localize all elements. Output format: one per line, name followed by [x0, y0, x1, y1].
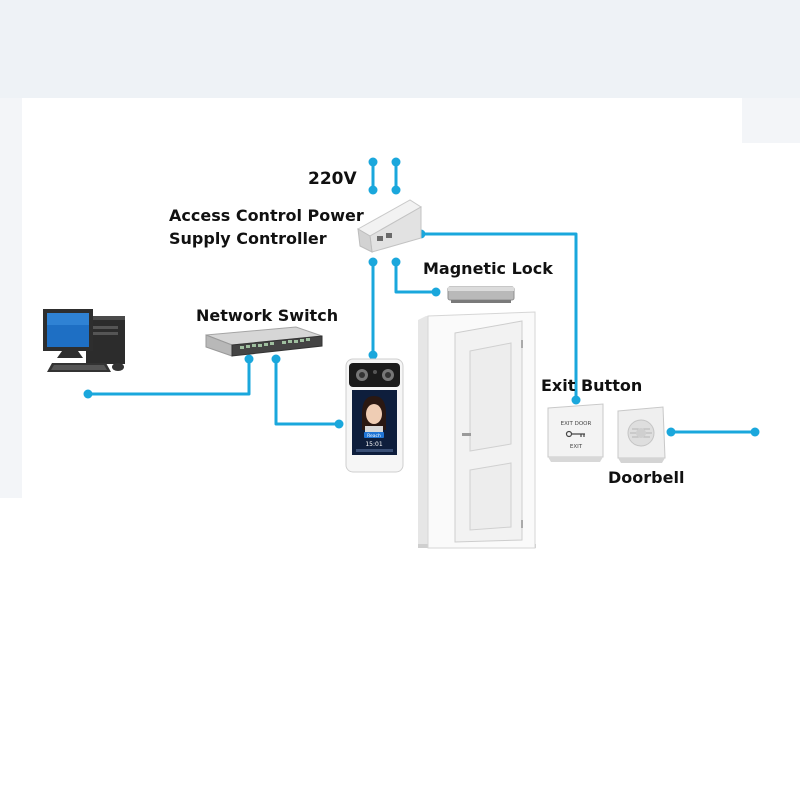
- wire-switch-to-terminal: [274, 357, 341, 426]
- door-panel-top: [469, 342, 512, 452]
- access-terminal: Reach 15:01: [345, 358, 404, 473]
- label-exit-button: Exit Button: [541, 376, 643, 395]
- wire-power-to-exit-button: [419, 232, 578, 402]
- label-220v: 220V: [308, 169, 357, 189]
- wire-endpoints: [83, 157, 760, 437]
- terminal-screen-button: [364, 432, 384, 438]
- terminal-screen-button-label: Reach: [367, 433, 381, 439]
- computer: [43, 309, 125, 372]
- wire-pc-to-switch: [86, 357, 251, 396]
- wire-power-to-lock: [394, 260, 438, 294]
- exit-plate-bottom-text: EXIT: [570, 444, 583, 450]
- background-top-band: [0, 0, 800, 98]
- power-supply-controller: [356, 199, 422, 253]
- label-power-controller-line1: Access Control Power: [169, 206, 364, 225]
- label-magnetic-lock: Magnetic Lock: [423, 259, 553, 278]
- label-doorbell: Doorbell: [608, 468, 685, 487]
- mouse: [112, 363, 124, 371]
- magnetic-lock: [447, 286, 515, 303]
- background-right-strip: [742, 98, 800, 143]
- exit-plate-top-text: EXIT DOOR: [561, 421, 592, 427]
- wires: [86, 160, 757, 434]
- label-network-switch: Network Switch: [196, 306, 339, 325]
- label-power-controller-line2: Supply Controller: [169, 229, 327, 248]
- exit-button-device: EXIT DOOR EXIT: [547, 403, 604, 462]
- network-switch: [205, 326, 323, 357]
- doorbell-device: [617, 406, 666, 463]
- door-handle: [462, 433, 471, 436]
- door: [418, 311, 536, 549]
- terminal-screen-time: 15:01: [365, 441, 382, 448]
- door-panel-bottom: [469, 462, 512, 531]
- background-left-strip: [0, 98, 22, 498]
